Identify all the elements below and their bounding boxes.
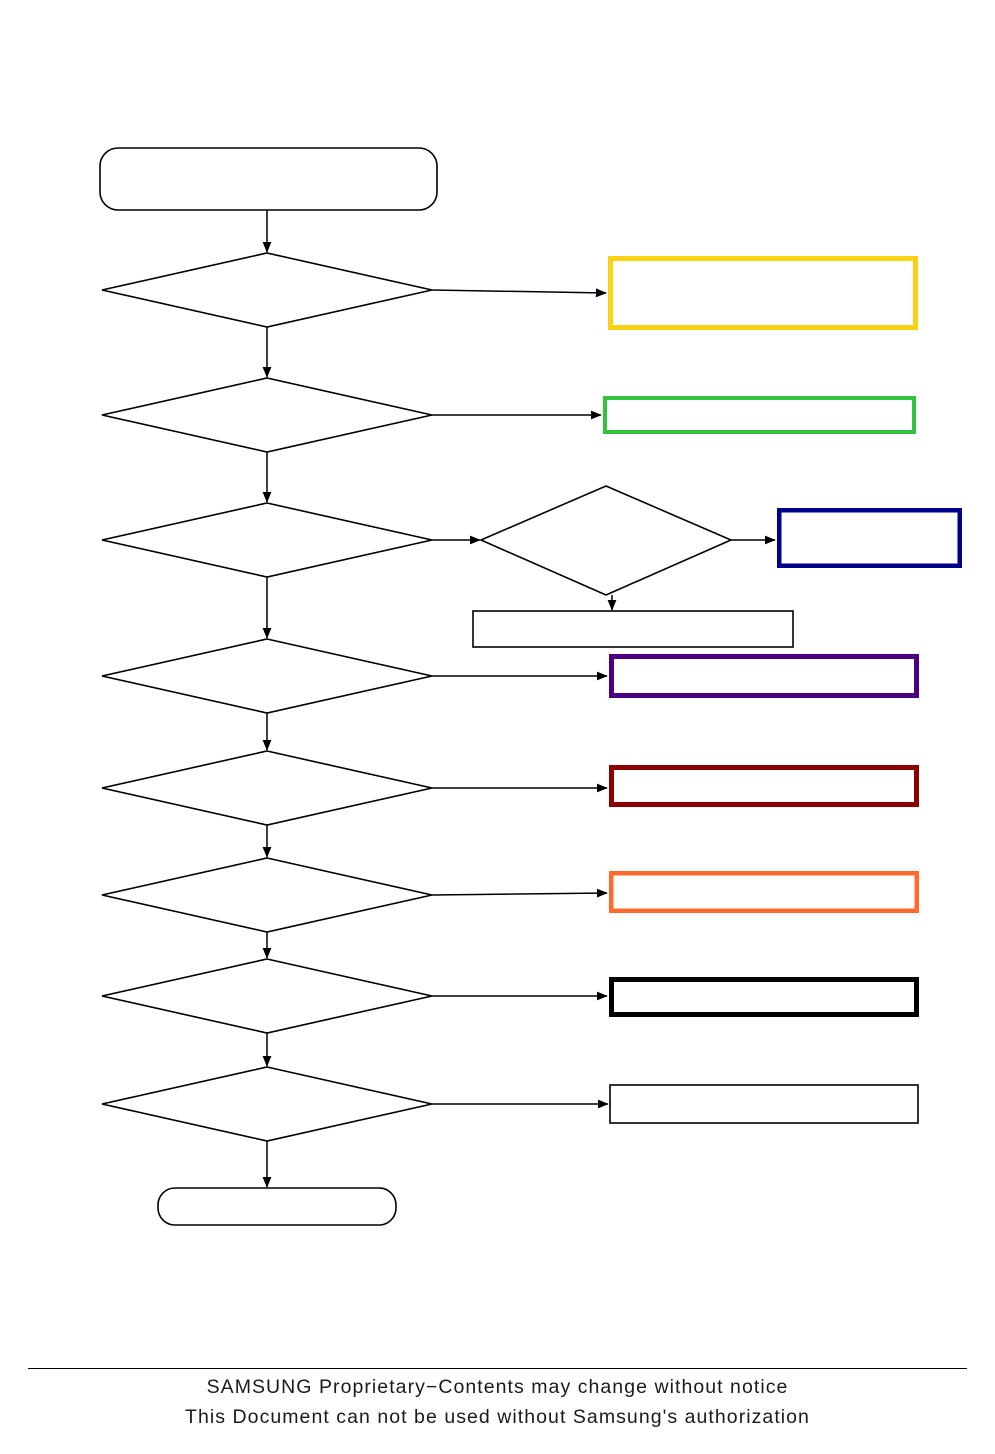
action-box-white-last[interactable] [609,1084,919,1124]
connector-decision6-to-orange [431,888,608,898]
decision-8[interactable] [101,1066,433,1142]
start-terminator[interactable] [99,147,438,211]
action-box-navy[interactable] [777,508,962,568]
action-box-purple[interactable] [609,654,919,698]
footer: SAMSUNG Proprietary−Contents may change … [0,1372,995,1432]
connector-decision1-to-yellow [431,288,607,298]
action-box-yellow[interactable] [608,256,918,330]
action-box-darkred[interactable] [609,765,919,807]
footer-line-proprietary: SAMSUNG Proprietary−Contents may change … [206,1376,789,1398]
decision-5[interactable] [101,750,433,826]
decision-3b-secondary[interactable] [478,485,734,596]
action-box-white-middle[interactable] [472,610,794,648]
decision-6[interactable] [101,857,433,933]
decision-7[interactable] [101,958,433,1034]
decision-1[interactable] [101,252,433,328]
action-box-black[interactable] [609,977,919,1017]
end-terminator[interactable] [157,1187,397,1226]
footer-divider [28,1368,967,1369]
decision-2[interactable] [101,377,433,453]
action-box-green[interactable] [603,396,916,434]
decision-3[interactable] [101,502,433,578]
decision-4[interactable] [101,638,433,714]
footer-line-authorization: This Document can not be used without Sa… [185,1406,810,1428]
action-box-orange[interactable] [609,871,919,913]
